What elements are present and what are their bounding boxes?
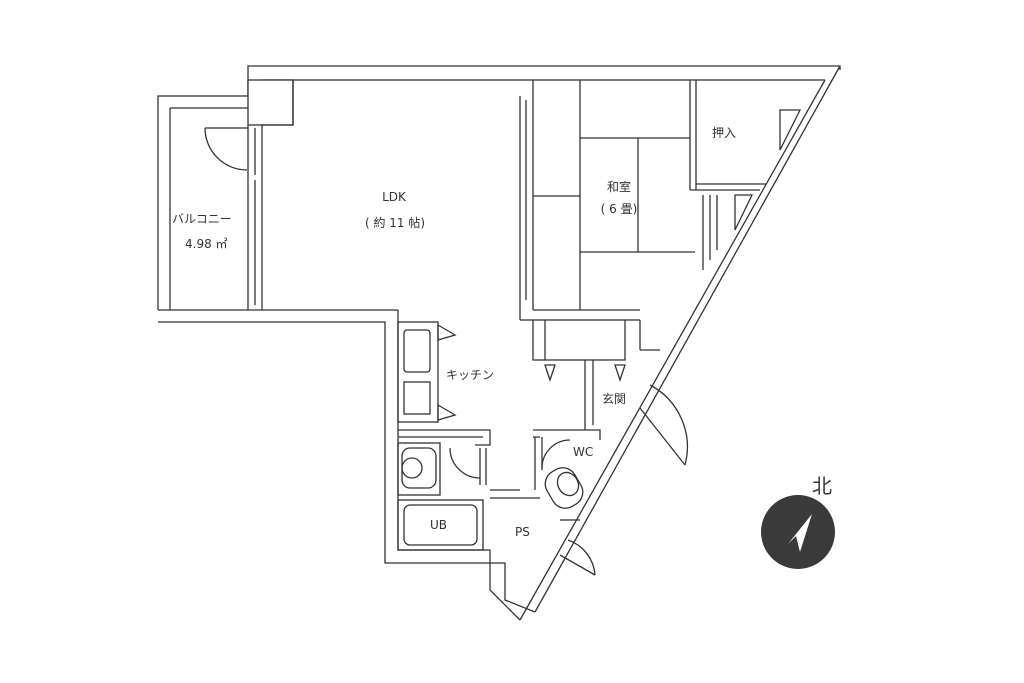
- ps-door-swing: [567, 539, 596, 576]
- shaft-triangle: [779, 109, 802, 151]
- wc-walls: [533, 429, 601, 509]
- compass-north-label: 北: [812, 474, 832, 498]
- shaft-triangle: [734, 194, 754, 231]
- bathroom-walls: [397, 429, 540, 551]
- column: [247, 79, 294, 126]
- washitsu-walls: [519, 80, 766, 321]
- outer-walls: [157, 65, 841, 621]
- balcony-window: [247, 125, 263, 310]
- compass: 北: [760, 470, 840, 570]
- front-door-swing: [649, 384, 688, 466]
- north-arrow-icon: [761, 495, 835, 569]
- balcony-door-swing: [204, 127, 248, 171]
- genkan-walls: [532, 320, 660, 430]
- kitchen-counter: [397, 321, 457, 423]
